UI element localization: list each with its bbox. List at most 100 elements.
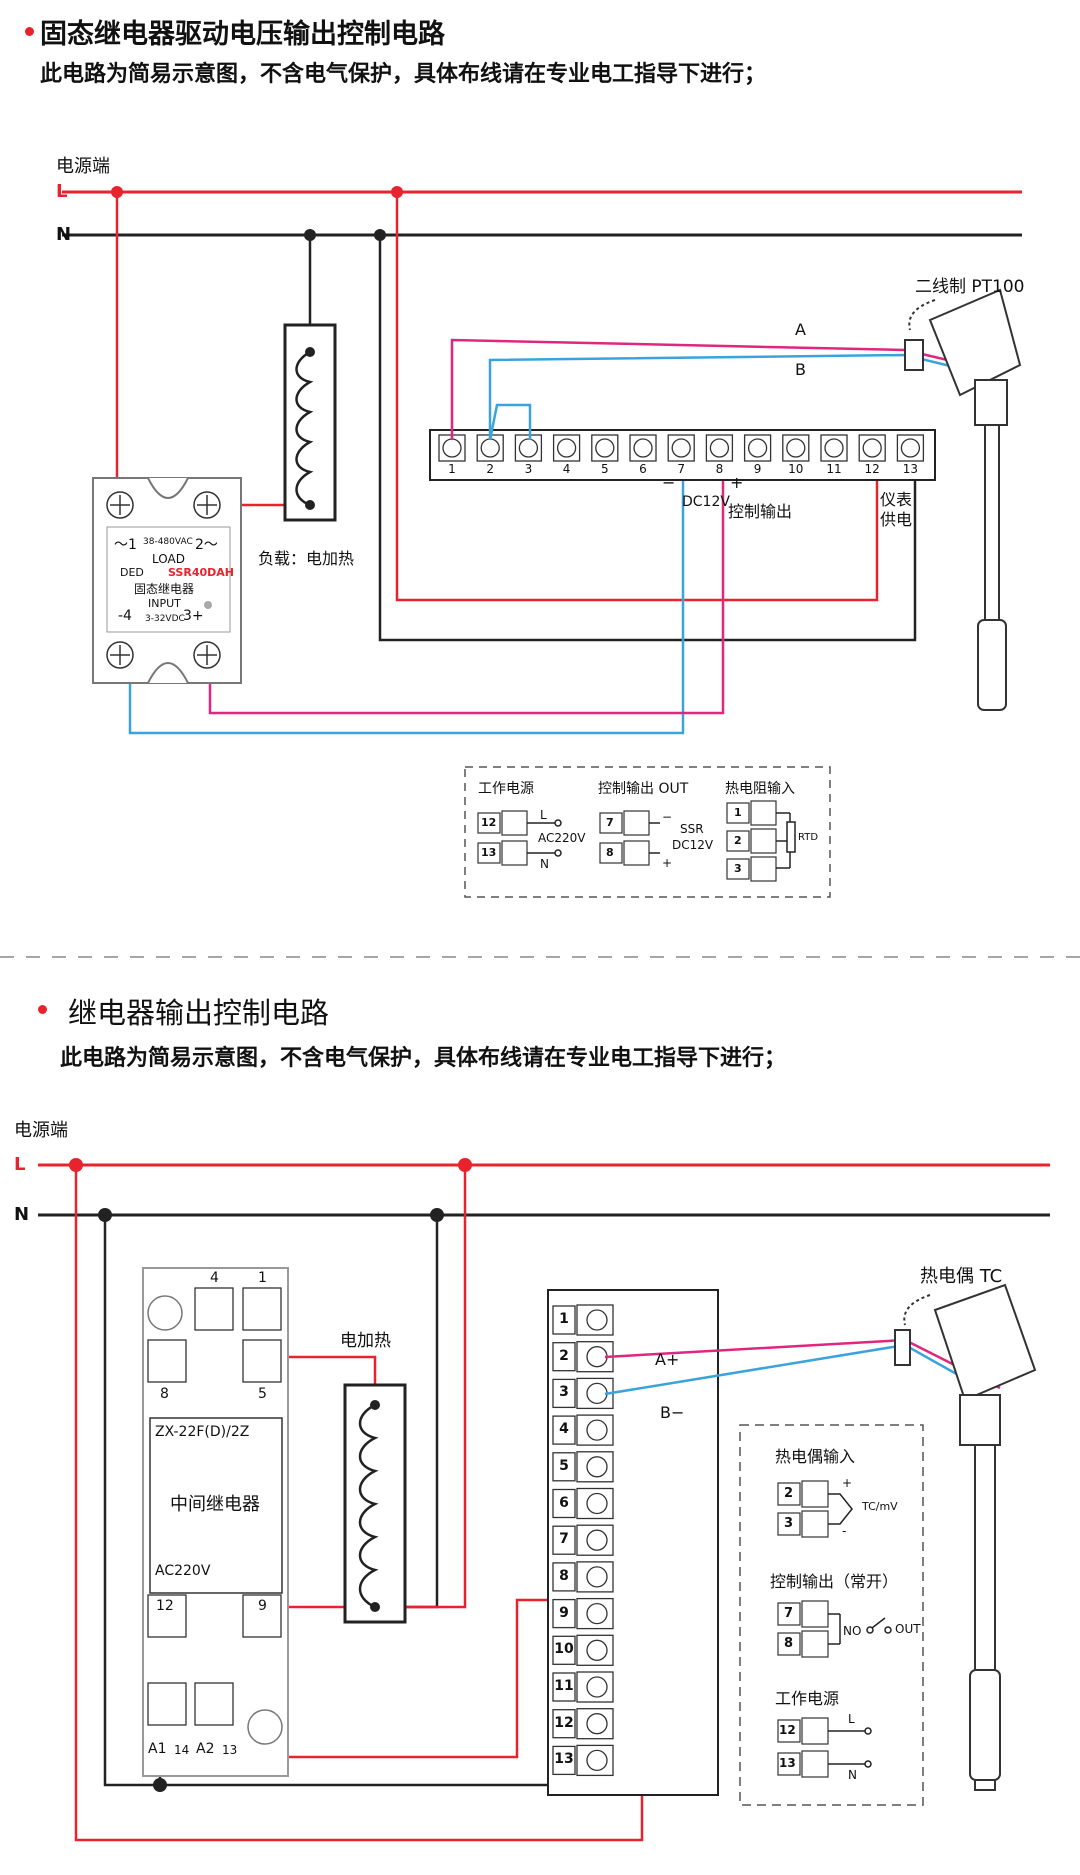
s2-terminal-screw-head — [586, 1382, 608, 1405]
s2-terminal-screw-head — [586, 1639, 608, 1661]
s2-relay-term-4: 4 — [210, 1270, 219, 1286]
s2-terminal-number-cell — [552, 1635, 576, 1665]
s2-terminal-screw-head — [586, 1456, 608, 1478]
s2-tc-probe — [894, 1283, 1037, 1791]
s2-legend-power-term-13: 13 — [779, 1756, 796, 1770]
s1-instrument-power-1: 仪表 — [880, 490, 913, 509]
s2-legend-out-label: OUT — [895, 1622, 921, 1636]
s1-wire-neutral-t13 — [378, 235, 917, 642]
s1-terminal-screw-head — [747, 438, 768, 458]
s2-terminal-screw-head — [586, 1602, 608, 1625]
s1-ssr — [92, 477, 242, 684]
section2-bullet — [38, 1005, 47, 1014]
s2-legend-power-N: N — [848, 1768, 857, 1782]
s2-relay-term-12: 12 — [156, 1598, 174, 1614]
s2-terminal-screw-head — [586, 1346, 608, 1368]
s1-ssr-dc-rating: 3-32VDC — [145, 614, 185, 624]
s2-legend-out-title: 控制输出（常开） — [770, 1572, 899, 1591]
s1-legend-power-term-12: 12 — [481, 816, 497, 829]
s2-terminal-number: 7 — [559, 1531, 569, 1548]
s2-terminal-number: 8 — [559, 1567, 569, 1584]
s2-wire-b-label: B− — [660, 1403, 685, 1422]
s2-terminal-number: 2 — [559, 1347, 569, 1364]
s2-terminal-number: 3 — [559, 1384, 569, 1401]
s1-terminal-number: 11 — [826, 462, 842, 476]
s1-terminal-screw-head — [824, 438, 844, 458]
s1-ssr-name: 固态继电器 — [134, 582, 195, 596]
s1-wire-b-label: B — [795, 360, 806, 379]
s2-legend-tc-title: 热电偶输入 — [775, 1447, 856, 1466]
s1-ssr-input: INPUT — [148, 597, 181, 610]
s2-terminal-number-cell — [552, 1525, 576, 1555]
s2-legend-out-no: NO — [843, 1624, 862, 1638]
s2-terminal-screw-head — [586, 1749, 608, 1772]
s1-ssr-dc-minus: -4 — [118, 608, 132, 624]
s1-terminal-screw-head — [518, 438, 539, 458]
s1-legend-out-minus: − — [662, 810, 673, 824]
s1-ssr-model-prefix: DED — [120, 566, 144, 579]
s2-terminal-number: 4 — [559, 1421, 569, 1438]
s1-terminal-number: 6 — [639, 462, 647, 476]
s2-relay-term-A2: A2 — [196, 1741, 215, 1757]
s2-wire-live-relay9 — [270, 1165, 467, 1609]
s1-legend-rtd-term-1: 1 — [734, 806, 742, 819]
s1-terminal-number: 5 — [600, 462, 609, 476]
s1-legend-out-term-8: 8 — [606, 846, 614, 859]
s2-terminal-block — [547, 1289, 719, 1796]
s1-terminal-number: 4 — [562, 462, 571, 476]
s1-legend-power-L: L — [540, 808, 547, 822]
s1-legend-out-plus: + — [662, 856, 673, 870]
s2-terminal-number: 13 — [554, 1751, 574, 1768]
s2-relay-term-13: 13 — [222, 1743, 238, 1757]
s2-legend-tc-minus: - — [842, 1524, 847, 1538]
s1-wire-a-label: A — [795, 320, 806, 339]
s1-control-output: 控制输出 — [728, 502, 793, 521]
s2-heater-label: 电加热 — [340, 1331, 391, 1351]
s2-relay-term-14: 14 — [174, 1743, 190, 1757]
s1-legend-out-ssr: SSR — [680, 822, 704, 836]
s1-ssr-dc-plus: 3+ — [183, 608, 204, 624]
s2-terminal-number-cell — [552, 1745, 576, 1776]
s2-terminal-number: 5 — [559, 1457, 569, 1474]
s2-terminal-number: 11 — [554, 1678, 574, 1694]
s1-plus-sign: + — [730, 473, 744, 492]
s2-relay-model: ZX-22F(D)/2Z — [155, 1424, 250, 1440]
s2-terminal-number-cell — [552, 1672, 576, 1702]
s2-relay-term-A1: A1 — [148, 1741, 167, 1757]
s1-terminal-number: 8 — [715, 462, 724, 476]
s2-legend-power-title: 工作电源 — [775, 1689, 840, 1708]
s2-terminal-number: 9 — [559, 1604, 569, 1621]
s2-terminal-number-cell — [552, 1598, 576, 1629]
s2-line-L: L — [14, 1154, 26, 1175]
s1-terminal-screw-head — [556, 438, 577, 458]
section1-title: 固态继电器驱动电压输出控制电路 — [40, 19, 445, 50]
s2-legend-power-L: L — [848, 1712, 855, 1726]
s1-legend-power-voltage: AC220V — [538, 831, 586, 845]
s2-terminal-screw-head — [586, 1419, 608, 1441]
s2-legend-box — [739, 1424, 924, 1806]
s1-line-L: L — [56, 181, 68, 202]
section1-diagram — [0, 186, 1080, 958]
s1-legend-power-N: N — [540, 857, 549, 871]
s2-power-label: 电源端 — [14, 1120, 68, 1141]
s1-terminal-number: 10 — [788, 462, 804, 476]
section2-note: 此电路为简易示意图，不含电气保护，具体布线请在专业电工指导下进行； — [60, 1046, 787, 1071]
s1-wire-ssr-dcplus — [208, 460, 725, 715]
s2-terminal-screw-head — [586, 1676, 608, 1698]
s2-relay-term-8: 8 — [160, 1386, 169, 1402]
s2-terminal-number-cell — [552, 1342, 576, 1372]
s1-line-N: N — [56, 224, 72, 245]
s1-terminal-screw-head — [671, 438, 691, 458]
s2-terminal-number-cell — [552, 1378, 576, 1409]
s1-legend-power-term-13: 13 — [481, 846, 497, 859]
s2-terminal-number-cell — [552, 1709, 576, 1739]
s2-wire-a-label: A+ — [655, 1350, 680, 1369]
s2-terminal-number-cell — [552, 1452, 576, 1482]
s2-legend-tc-term-2: 2 — [784, 1486, 794, 1501]
s2-relay-term-1: 1 — [258, 1270, 267, 1286]
section1-bullet — [25, 27, 34, 36]
s1-terminal-number: 7 — [677, 462, 685, 476]
s1-terminal-number: 3 — [524, 462, 533, 476]
section1-note: 此电路为简易示意图，不含电气保护，具体布线请在专业电工指导下进行； — [40, 62, 767, 87]
s2-legend-tc-term-3: 3 — [784, 1516, 794, 1531]
